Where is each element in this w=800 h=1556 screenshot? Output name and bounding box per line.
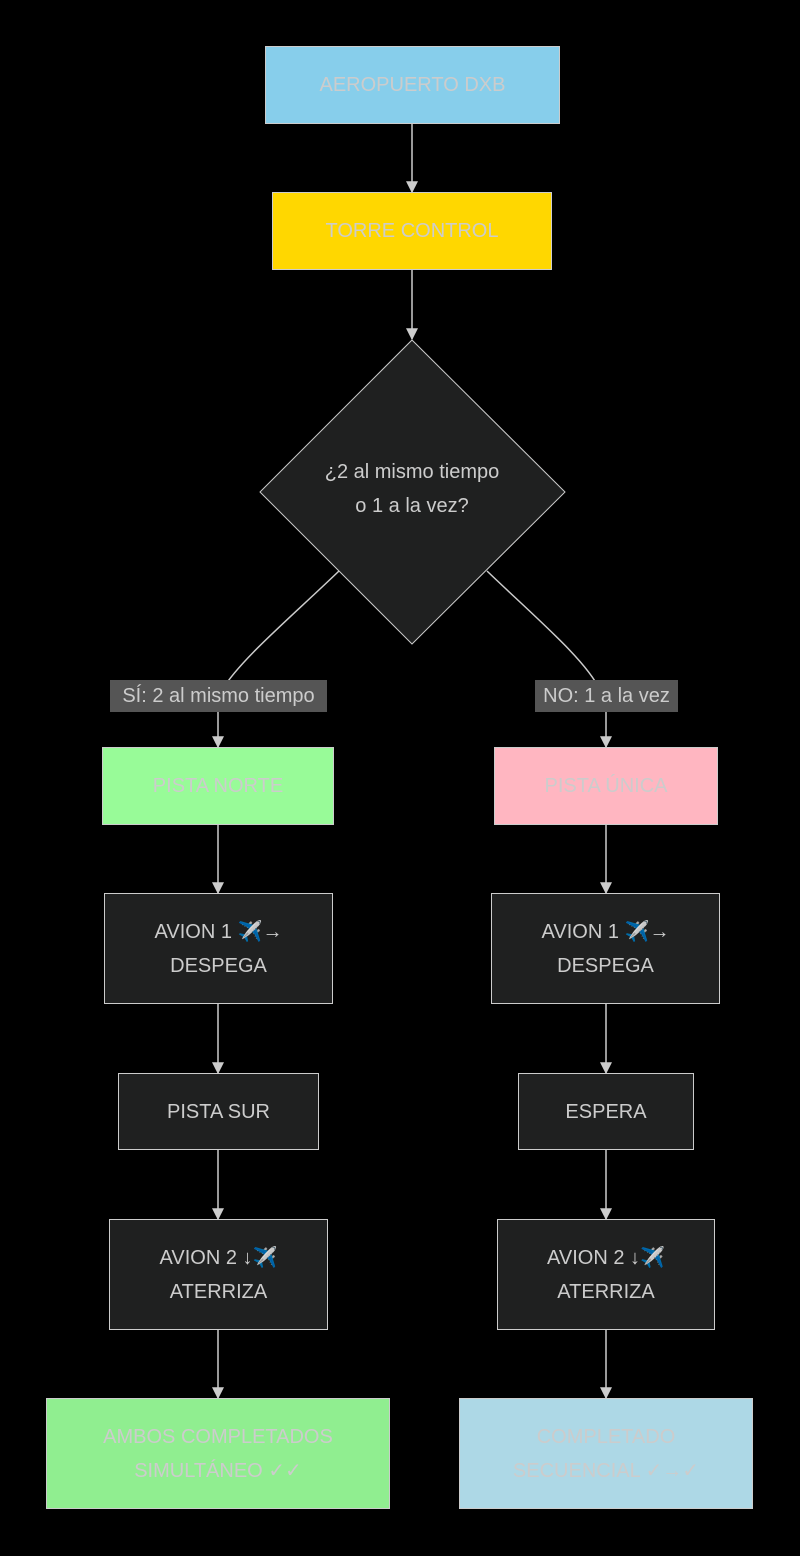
edge-label-yes: SÍ: 2 al mismo tiempo xyxy=(110,680,327,712)
north-runway-node[interactable]: PISTA NORTE xyxy=(102,747,334,825)
left-landing-node[interactable]: AVION 2 ↓✈️ ATERRIZA xyxy=(109,1219,328,1330)
south-runway-node[interactable]: PISTA SUR xyxy=(118,1073,319,1150)
airport-node[interactable]: AEROPUERTO DXB xyxy=(265,46,560,124)
decision-label: ¿2 al mismo tiempo o 1 a la vez? xyxy=(324,461,500,517)
control-tower-label: TORRE CONTROL xyxy=(325,220,499,242)
south-runway-label: PISTA SUR xyxy=(167,1100,270,1123)
right-takeoff-node[interactable]: AVION 1 ✈️→ DESPEGA xyxy=(491,893,720,1004)
sequential-completed-node[interactable]: COMPLETADO SECUENCIAL ✓→✓ xyxy=(459,1398,753,1509)
north-runway-label: PISTA NORTE xyxy=(152,775,284,797)
right-takeoff-label: AVION 1 ✈️→ DESPEGA xyxy=(541,920,670,977)
edge-decision-single xyxy=(486,570,601,691)
single-runway-label: PISTA ÚNICA xyxy=(544,775,668,797)
left-landing-label: AVION 2 ↓✈️ ATERRIZA xyxy=(159,1246,278,1303)
decision-diamond[interactable] xyxy=(259,339,566,645)
right-landing-node[interactable]: AVION 2 ↓✈️ ATERRIZA xyxy=(497,1219,715,1330)
both-completed-label: AMBOS COMPLETADOS SIMULTÁNEO ✓✓ xyxy=(103,1425,333,1482)
right-landing-label: AVION 2 ↓✈️ ATERRIZA xyxy=(547,1246,665,1303)
edge-decision-north xyxy=(221,570,340,691)
control-tower-node[interactable]: TORRE CONTROL xyxy=(272,192,552,270)
left-takeoff-label: AVION 1 ✈️→ DESPEGA xyxy=(154,920,283,977)
both-completed-node[interactable]: AMBOS COMPLETADOS SIMULTÁNEO ✓✓ xyxy=(46,1398,390,1509)
single-runway-node[interactable]: PISTA ÚNICA xyxy=(494,747,718,825)
edge-label-no: NO: 1 a la vez xyxy=(535,680,678,712)
wait-label: ESPERA xyxy=(565,1100,647,1123)
airport-label: AEROPUERTO DXB xyxy=(319,74,506,96)
sequential-completed-label: COMPLETADO SECUENCIAL ✓→✓ xyxy=(512,1425,700,1482)
left-takeoff-node[interactable]: AVION 1 ✈️→ DESPEGA xyxy=(104,893,333,1004)
wait-node[interactable]: ESPERA xyxy=(518,1073,694,1150)
